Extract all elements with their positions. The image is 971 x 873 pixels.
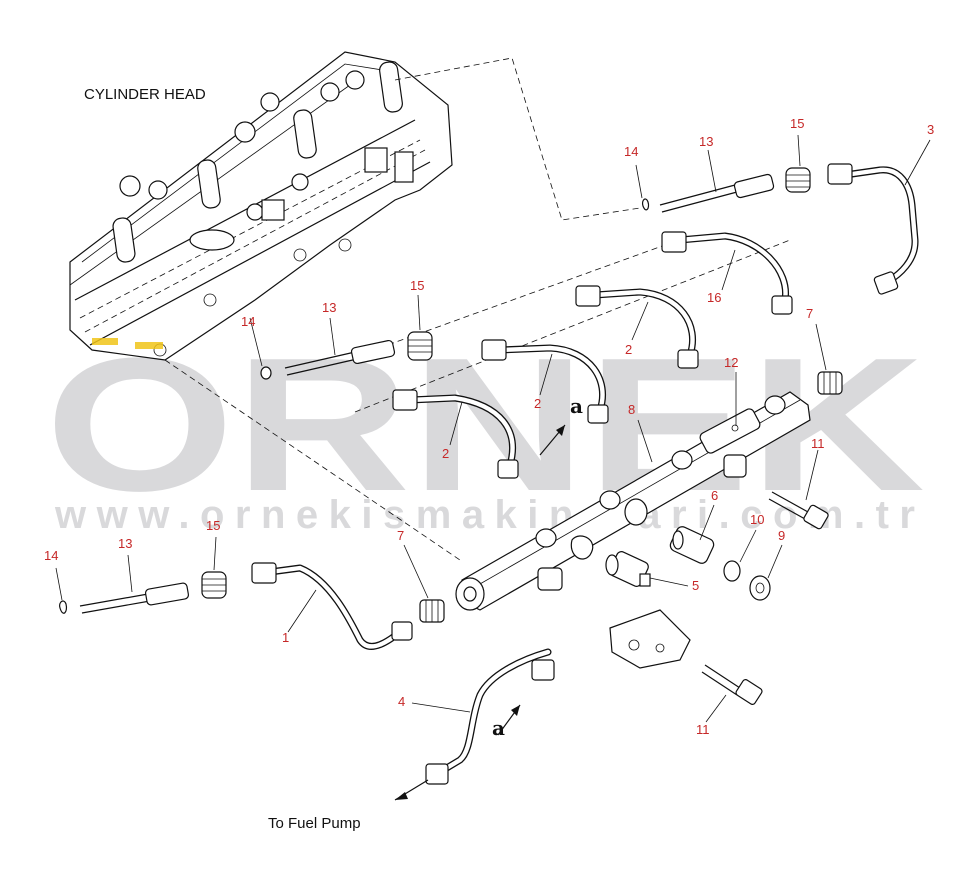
callout-13-mid: 13 <box>322 300 336 315</box>
injection-pipe-1 <box>251 562 413 650</box>
injection-pipe-3 <box>827 163 919 295</box>
callout-14-bottom: 14 <box>44 548 58 563</box>
callout-15-bottom: 15 <box>206 518 220 533</box>
flow-arrows <box>394 424 566 801</box>
connection-a-lower-label: a <box>492 716 505 740</box>
callout-11-bottom: 11 <box>696 722 710 737</box>
injector-set-bottom <box>59 571 227 614</box>
callout-14-mid: 14 <box>241 314 255 329</box>
valve-bosses <box>112 61 414 263</box>
pressure-limiter-valve <box>699 408 761 454</box>
injection-pipe-16 <box>661 231 793 315</box>
callout-15-mid: 15 <box>410 278 424 293</box>
nut-15-top <box>785 167 811 193</box>
cylinder-head <box>69 51 453 361</box>
connector-7-right <box>817 371 843 395</box>
bolt-11-bottom <box>701 664 763 705</box>
injection-pipe-2-lower <box>392 389 519 479</box>
callout-2-lower: 2 <box>442 446 449 461</box>
bolt-11-right <box>768 491 829 530</box>
supply-pipe-4 <box>425 648 555 785</box>
callout-5: 5 <box>692 578 699 593</box>
callout-11-right: 11 <box>811 436 825 451</box>
injector-set-top <box>641 167 811 213</box>
callout-3: 3 <box>927 122 934 137</box>
cylinder-head-label: CYLINDER HEAD <box>84 86 206 103</box>
to-fuel-pump-label: To Fuel Pump <box>268 815 361 832</box>
sensor-parts <box>570 498 771 601</box>
callout-2-middle: 2 <box>534 396 541 411</box>
callout-8: 8 <box>628 402 635 417</box>
callout-14-top: 14 <box>624 144 638 159</box>
part-10-washer <box>723 560 741 582</box>
callout-numbers: 14 13 15 3 16 14 13 15 2 7 12 2 8 2 11 6… <box>44 116 934 737</box>
injection-pipe-2-upper <box>575 285 699 369</box>
rail-outlets <box>535 395 786 548</box>
part-5-pressure-sensor <box>570 535 651 587</box>
callout-9: 9 <box>778 528 785 543</box>
callout-6: 6 <box>711 488 718 503</box>
callout-7-left: 7 <box>397 528 404 543</box>
callout-12: 12 <box>724 355 738 370</box>
rail-bracket <box>609 609 691 669</box>
callout-4: 4 <box>398 694 405 709</box>
callout-16: 16 <box>707 290 721 305</box>
connection-a-upper-label: a <box>570 394 583 418</box>
callout-13-bottom: 13 <box>118 536 132 551</box>
callout-7-right: 7 <box>806 306 813 321</box>
highlight-marks <box>92 338 163 349</box>
injector-set-middle <box>260 331 433 380</box>
callout-13-top: 13 <box>699 134 713 149</box>
nut-15-middle <box>407 331 433 361</box>
callout-10: 10 <box>750 512 764 527</box>
part-6-sensor <box>624 498 715 564</box>
callout-15-top: 15 <box>790 116 804 131</box>
callout-1: 1 <box>282 630 289 645</box>
callout-leaders <box>55 134 931 723</box>
injection-pipe-2-middle <box>481 339 609 424</box>
part-9-nut <box>749 575 771 601</box>
connector-7-left <box>419 599 445 623</box>
nut-15-bottom <box>201 571 227 599</box>
callout-2-upper: 2 <box>625 342 632 357</box>
